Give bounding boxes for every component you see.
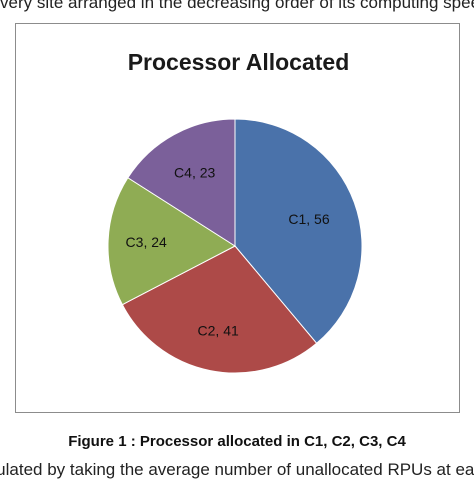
pie-slice-c4 — [127, 118, 236, 247]
data-label-c2: C2, 41 — [198, 323, 239, 339]
data-label-c3: C3, 24 — [126, 234, 167, 250]
pie-slice-c1 — [234, 118, 363, 344]
chart-area: Processor Allocated C1, 56 C2, 41 C3, 24 C4… — [15, 23, 460, 413]
data-label-c1: C1, 56 — [288, 211, 329, 227]
page-text-top: very site arranged in the decreasing ord… — [0, 0, 474, 12]
pie-slice-c3 — [107, 177, 236, 306]
data-label-c4: C4, 23 — [174, 165, 215, 181]
page-text-bottom: culated by taking the average number of … — [0, 460, 474, 479]
pie-chart: C1, 56 C2, 41 C3, 24 C4, 23 — [107, 118, 363, 374]
figure-caption: Figure 1 : Processor allocated in C1, C2… — [68, 433, 406, 450]
chart-title: Processor Allocated — [127, 49, 350, 75]
pie-slice-c2 — [121, 245, 318, 374]
